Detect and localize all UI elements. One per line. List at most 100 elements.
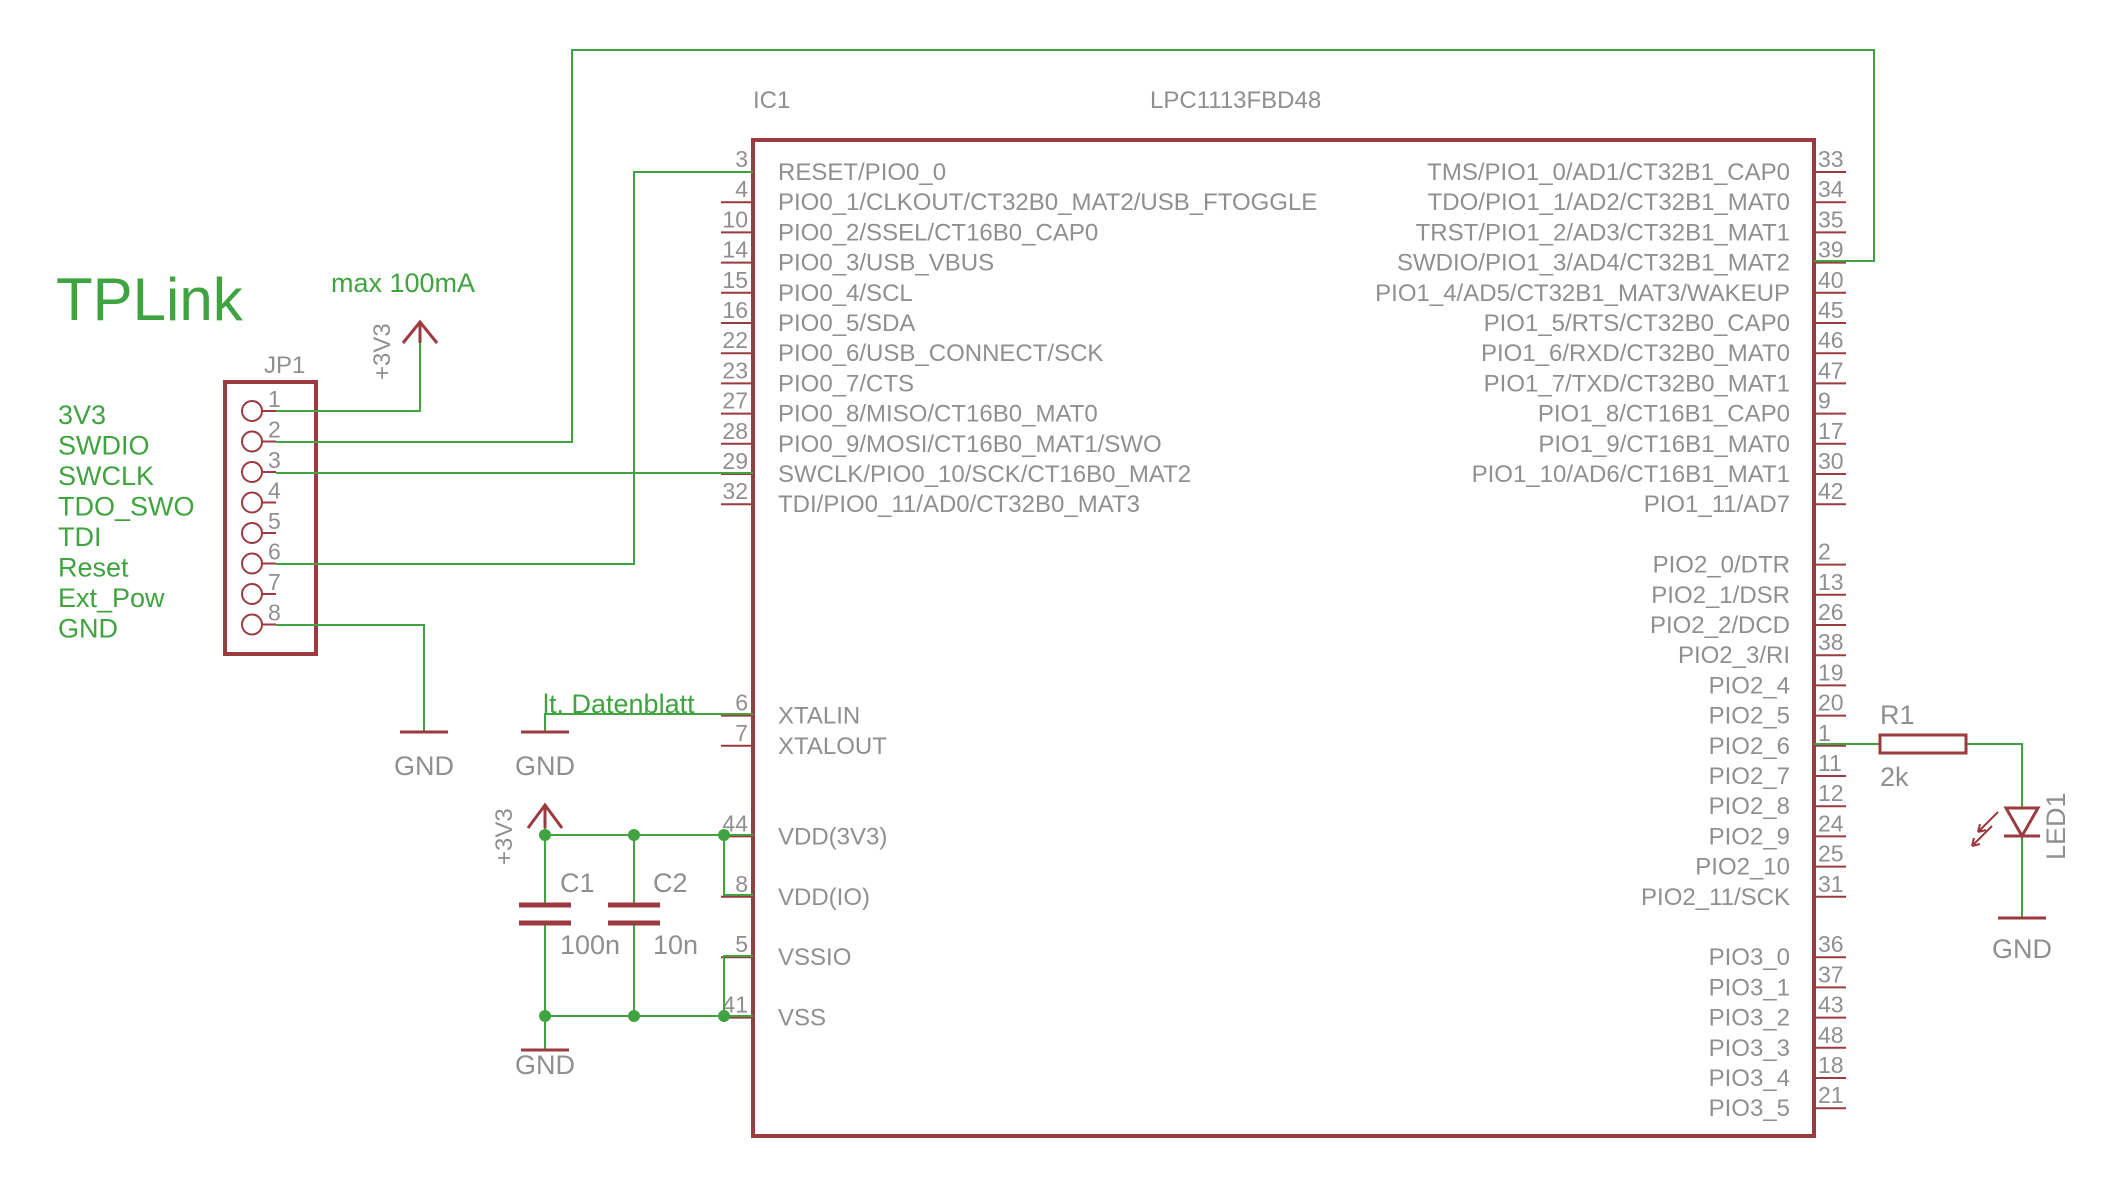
ic-pin-number: 14 <box>722 237 748 263</box>
ic-pin-name: TRST/PIO1_2/AD3/CT32B1_MAT1 <box>1416 219 1790 246</box>
ic-pin-number: 26 <box>1818 599 1844 625</box>
junction-vdd-mid <box>628 829 640 841</box>
supply-symbol-jp1: +3V3 <box>369 319 439 380</box>
ic-pin-name: PIO1_8/CT16B1_CAP0 <box>1538 401 1790 428</box>
ic-pin-number: 47 <box>1818 357 1844 383</box>
ic-pin-name: PIO1_4/AD5/CT32B1_MAT3/WAKEUP <box>1375 280 1790 307</box>
supply-label-jp1: +3V3 <box>369 323 396 380</box>
connector-pin-number: 1 <box>268 386 281 412</box>
connector-body <box>223 380 318 656</box>
ic-pin-name: PIO0_5/SDA <box>778 310 915 337</box>
supply-symbol-caps: +3V3 <box>491 802 564 865</box>
current-note: max 100mA <box>331 268 475 298</box>
capacitor-c2-ref: C2 <box>653 868 688 898</box>
ic-pin-name: PIO2_2/DCD <box>1650 612 1790 639</box>
junction-vdd-right <box>718 829 730 841</box>
ic-pin-number: 35 <box>1818 206 1844 232</box>
ic-pin-name: SWDIO/PIO1_3/AD4/CT32B1_MAT2 <box>1397 250 1790 277</box>
ic-pin-number: 10 <box>722 206 748 232</box>
ic-right-pins: 33TMS/PIO1_0/AD1/CT32B1_CAP034TDO/PIO1_1… <box>1375 146 1846 1122</box>
ic-part-number: LPC1113FBD48 <box>1150 87 1321 114</box>
capacitor-c2: C2 10n <box>608 868 698 960</box>
ic-pin-name: PIO3_0 <box>1709 944 1790 971</box>
ic-pin-number: 46 <box>1818 327 1844 353</box>
wires <box>276 49 2023 1050</box>
ic-pin-name: PIO2_3/RI <box>1678 642 1790 669</box>
ground-symbol-led: GND <box>1992 916 2052 964</box>
ground-label-jp1: GND <box>394 751 454 781</box>
ic-pin-name: PIO3_5 <box>1709 1095 1790 1122</box>
ic-pin-number: 38 <box>1818 629 1844 655</box>
connector-pin-number: 7 <box>268 569 281 595</box>
ic-pin-number: 7 <box>735 720 748 746</box>
ic-pin-name: PIO2_1/DSR <box>1651 582 1790 609</box>
connector-signal-label: GND <box>58 614 118 644</box>
ic-pin-name: PIO2_9 <box>1709 823 1790 850</box>
ic-pin-name: PIO2_8 <box>1709 793 1790 820</box>
ic-pin-name: SWCLK/PIO0_10/SCK/CT16B0_MAT2 <box>778 461 1191 488</box>
ic-pin-name: PIO2_6 <box>1709 733 1790 760</box>
ic-pin-name: PIO0_4/SCL <box>778 280 913 307</box>
connector-signal-label: Reset <box>58 553 129 583</box>
connector-pin-pad <box>241 491 263 514</box>
ic-pin-number: 48 <box>1818 1022 1844 1048</box>
connector-pin-number: 6 <box>268 539 281 565</box>
ic-pin-name: PIO0_8/MISO/CT16B0_MAT0 <box>778 401 1098 428</box>
ic-pin-name: PIO1_11/AD7 <box>1644 491 1790 518</box>
ic-pin-name: VDD(IO) <box>778 884 870 911</box>
ic-body <box>751 138 1816 1138</box>
ic-pin-number: 34 <box>1818 176 1844 202</box>
junction-gnd-mid <box>628 1010 640 1022</box>
connector-signal-label: TDO_SWO <box>58 492 195 522</box>
ic-pin-number: 21 <box>1818 1082 1844 1108</box>
ic-pin-number: 4 <box>735 176 748 202</box>
ic-pin-number: 17 <box>1818 418 1844 444</box>
ic-pin-name: PIO0_7/CTS <box>778 370 914 397</box>
ic-pin-number: 36 <box>1818 931 1844 957</box>
ic-pin-name: PIO0_2/SSEL/CT16B0_CAP0 <box>778 219 1098 246</box>
ic-pin-name: XTALIN <box>778 703 860 730</box>
resistor-r1: R1 2k <box>1878 700 1968 792</box>
ic-pin-number: 18 <box>1818 1052 1844 1078</box>
capacitor-c1-value: 100n <box>560 930 620 960</box>
ic-pin-name: PIO3_3 <box>1709 1035 1790 1062</box>
connector-pin-number: 3 <box>268 447 281 473</box>
ic-pin-number: 5 <box>735 931 748 957</box>
ic-pin-name: VSSIO <box>778 944 851 971</box>
connector-signal-label: SWDIO <box>58 431 150 461</box>
ic-pin-name: PIO0_1/CLKOUT/CT32B0_MAT2/USB_FTOGGLE <box>778 189 1317 216</box>
ic-pin-name: PIO1_9/CT16B1_MAT0 <box>1538 431 1790 458</box>
ic-pin-number: 20 <box>1818 690 1844 716</box>
diagram-title: TPLink <box>56 266 244 333</box>
ic-pin-name: PIO3_4 <box>1709 1065 1790 1092</box>
connector-pin-pad <box>241 400 263 422</box>
ic-pin-number: 3 <box>735 146 748 172</box>
connector-pin-pad <box>241 583 263 605</box>
junction-gnd-left <box>539 1010 551 1022</box>
resistor-value: 2k <box>1880 762 1909 792</box>
ic-pin-number: 42 <box>1818 478 1844 504</box>
ground-symbol-xtal: GND <box>515 730 575 781</box>
connector-signal-label: Ext_Pow <box>58 583 165 613</box>
ic-pin-number: 2 <box>1818 539 1831 565</box>
ic-pin-name: RESET/PIO0_0 <box>778 159 946 186</box>
ic-pin-number: 40 <box>1818 267 1844 293</box>
connector-signal-label: TDI <box>58 522 102 552</box>
connector-signal-label: SWCLK <box>58 461 154 491</box>
ic-pin-number: 24 <box>1818 810 1844 836</box>
ic-pin-name: TDI/PIO0_11/AD0/CT32B0_MAT3 <box>778 491 1140 518</box>
ic-pin-name: XTALOUT <box>778 733 887 760</box>
ground-label-caps: GND <box>515 1050 575 1080</box>
ic-pin-name: PIO2_4 <box>1709 672 1790 699</box>
ic-pin-number: 43 <box>1818 992 1844 1018</box>
ic-pin-number: 19 <box>1818 659 1844 685</box>
ic-pin-number: 12 <box>1818 780 1844 806</box>
connector-pin-pad <box>241 430 263 453</box>
datasheet-note: lt. Datenblatt <box>543 689 695 719</box>
ic-pin-number: 45 <box>1818 297 1844 323</box>
connector-signal-label: 3V3 <box>58 400 106 430</box>
ic-pin-number: 30 <box>1818 448 1844 474</box>
